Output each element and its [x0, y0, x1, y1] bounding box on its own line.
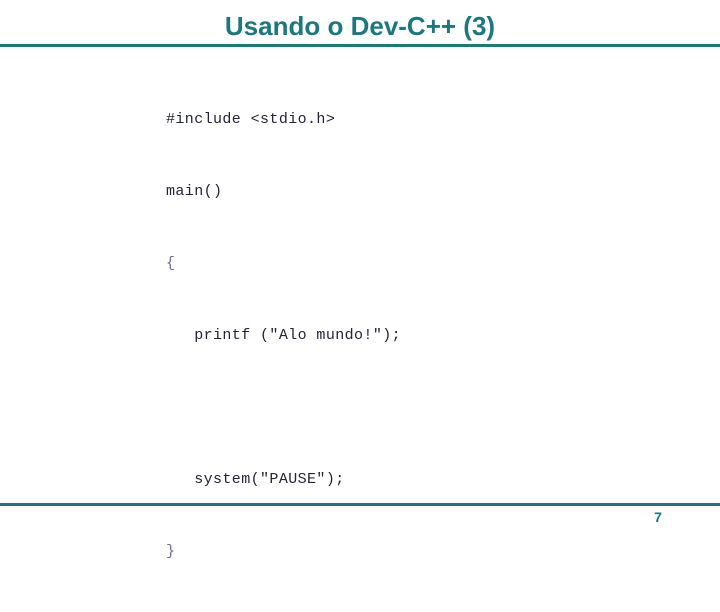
code-line: system("PAUSE");: [166, 471, 345, 488]
title-divider-rule: [0, 44, 720, 47]
page-number: 7: [654, 509, 662, 525]
code-line: {: [166, 255, 176, 272]
footer-divider-rule: [0, 503, 720, 506]
code-line: main(): [166, 183, 223, 200]
slide-canvas: Usando o Dev-C++ (3) #include <stdio.h> …: [0, 8, 720, 560]
code-line: printf ("Alo mundo!");: [166, 327, 402, 344]
code-line: }: [166, 543, 176, 560]
title-area: Usando o Dev-C++ (3): [0, 8, 720, 44]
page-title: Usando o Dev-C++ (3): [224, 11, 496, 41]
code-line: #include <stdio.h>: [166, 111, 336, 128]
code-line-blank: [166, 396, 646, 420]
code-block: #include <stdio.h> main() { printf ("Alo…: [166, 60, 646, 612]
